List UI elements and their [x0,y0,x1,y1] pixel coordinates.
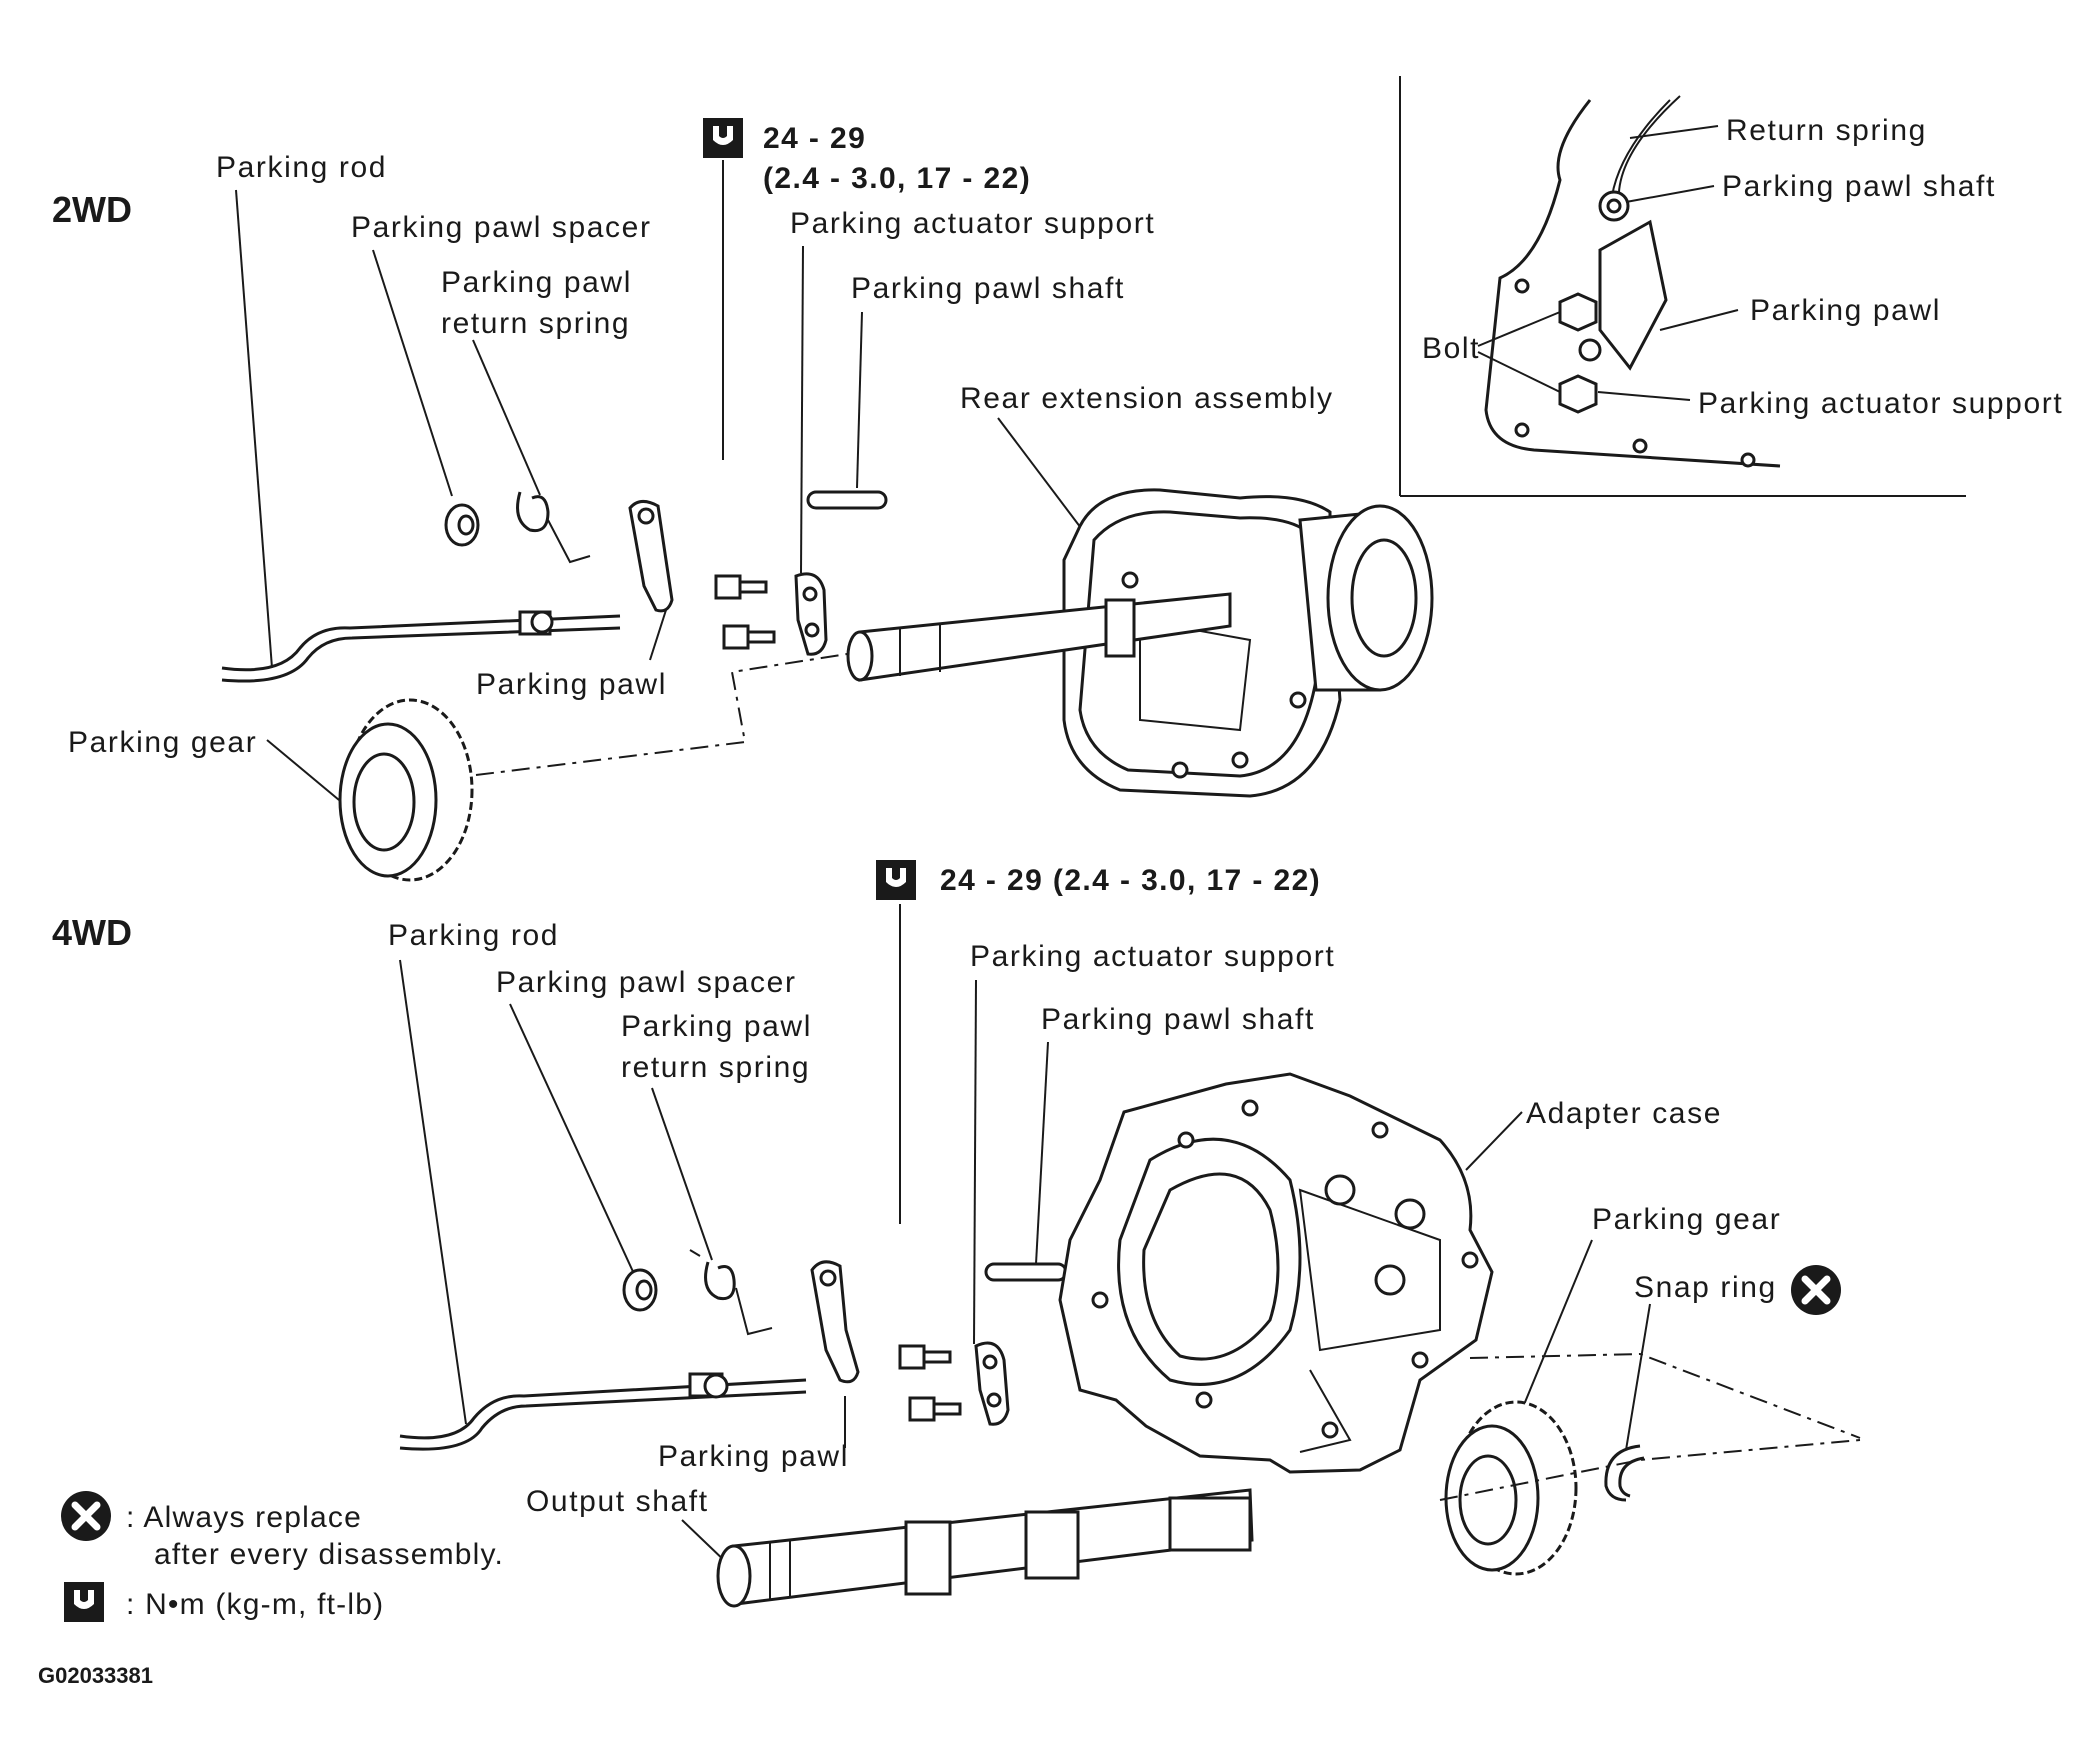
parking-pawl-spacer-4wd [622,1268,658,1312]
label-inset-bolt: Bolt [1422,332,1480,365]
parking-gear-2wd [338,698,474,882]
legend-replace-line1: : Always replace [126,1501,362,1534]
parking-pawl-2wd [628,500,674,613]
alignment-line-4wd-upper [1469,1352,1861,1439]
torque-wrench-icon [64,1582,104,1622]
figure-code: G02033381 [38,1663,153,1688]
section-title-4wd: 4WD [52,912,132,953]
label-inset-return-spring: Return spring [1726,114,1927,147]
torque-wrench-icon [876,860,916,900]
label-2wd-parking-pawl-shaft: Parking pawl shaft [851,272,1125,305]
label-2wd-parking-pawl-spacer: Parking pawl spacer [351,211,652,244]
label-2wd-parking-gear: Parking gear [68,726,257,759]
label-4wd-snap-ring: Snap ring [1634,1271,1777,1304]
parking-actuator-support-2wd [794,572,828,656]
parking-pawl-4wd [810,1260,860,1384]
always-replace-icon [1791,1265,1841,1315]
label-4wd-parking-pawl: Parking pawl [658,1440,849,1473]
bolt-4wd-lower [908,1396,962,1422]
label-4wd-parking-pawl-shaft: Parking pawl shaft [1041,1003,1315,1036]
output-shaft [716,1488,1254,1608]
parking-pawl-shaft-4wd [984,1262,1068,1282]
parking-gear-4wd [1444,1400,1578,1576]
adapter-case [1058,1072,1494,1474]
always-replace-icon [61,1491,111,1541]
rear-extension-assembly [1062,488,1434,798]
label-4wd-parking-pawl-spacer: Parking pawl spacer [496,966,797,999]
leader-lines-4wd [399,904,1651,1567]
label-2wd-rear-extension-assembly: Rear extension assembly [960,382,1334,415]
parking-pawl-return-spring-4wd [689,1249,773,1336]
label-2wd-return-spring-line1: Parking pawl [441,266,632,299]
label-4wd-parking-rod: Parking rod [388,919,559,952]
label-4wd-parking-gear: Parking gear [1592,1203,1781,1236]
label-inset-parking-pawl: Parking pawl [1750,294,1941,327]
label-4wd-adapter-case: Adapter case [1526,1097,1722,1130]
label-2wd-parking-actuator-support: Parking actuator support [790,207,1155,240]
torque-wrench-icon [703,118,743,158]
label-4wd-return-spring-line2: return spring [621,1051,810,1084]
label-4wd-return-spring-line1: Parking pawl [621,1010,812,1043]
alignment-line-4wd-lower [1439,1439,1861,1501]
parking-pawl-return-spring-2wd [516,491,591,564]
torque-spec-4wd: 24 - 29 (2.4 - 3.0, 17 - 22) [940,864,1321,897]
torque-spec-2wd-line2: (2.4 - 3.0, 17 - 22) [763,162,1031,195]
legend-replace-line2: after every disassembly. [154,1538,504,1571]
bolt-2wd-upper [714,574,768,600]
snap-ring [1604,1444,1645,1502]
inset-detail [1399,76,1966,497]
label-inset-parking-pawl-shaft: Parking pawl shaft [1722,170,1996,203]
bolt-2wd-lower [722,624,776,650]
label-inset-parking-actuator-support: Parking actuator support [1698,387,2063,420]
section-title-2wd: 2WD [52,189,132,230]
alignment-line-2wd [475,651,861,776]
torque-spec-2wd-line1: 24 - 29 [763,122,866,155]
parking-pawl-spacer-2wd [444,503,480,547]
label-2wd-return-spring-line2: return spring [441,307,630,340]
legend-torque-unit: : N•m (kg-m, ft-lb) [126,1588,384,1621]
bolt-4wd-upper [898,1344,952,1370]
parking-actuator-support-4wd [974,1341,1010,1426]
parking-pawl-shaft-2wd [806,490,888,510]
parking-rod-2wd [221,610,621,683]
leader-lines-2wd [235,160,1091,801]
label-2wd-parking-pawl: Parking pawl [476,668,667,701]
label-2wd-parking-rod: Parking rod [216,151,387,184]
label-4wd-output-shaft: Output shaft [526,1485,709,1518]
label-4wd-parking-actuator-support: Parking actuator support [970,940,1335,973]
rear-shaft-2wd [846,592,1232,682]
parking-rod-4wd [399,1372,807,1451]
